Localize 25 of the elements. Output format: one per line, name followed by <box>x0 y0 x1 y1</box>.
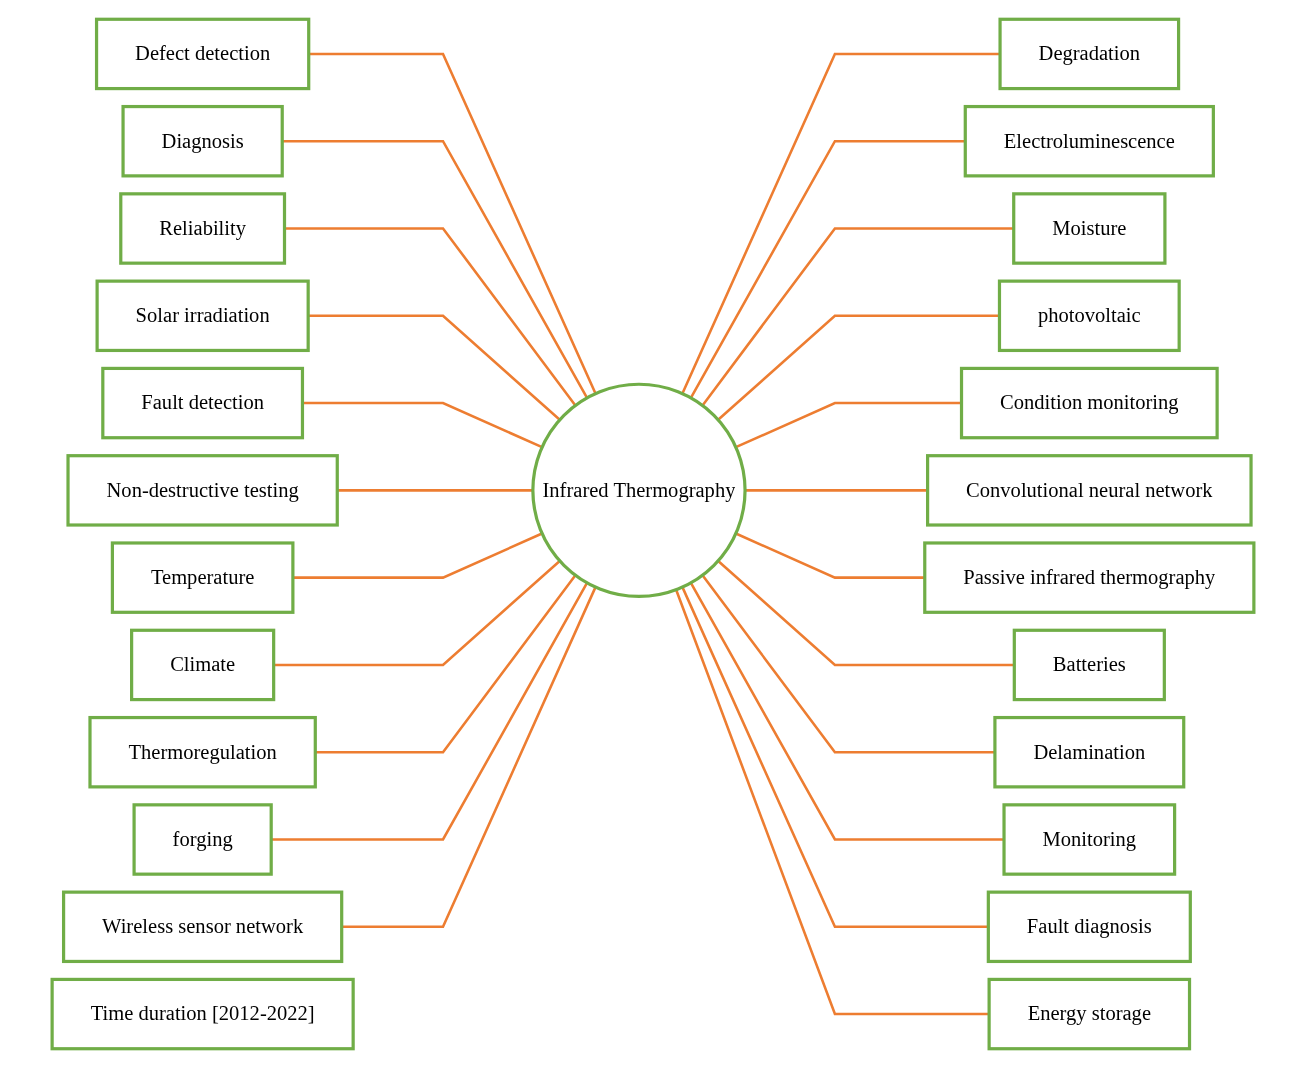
node-box: Temperature <box>110 541 295 614</box>
node-box: Monitoring <box>1002 803 1177 876</box>
node-box: Electroluminescence <box>963 104 1215 178</box>
node-box: Fault detection <box>101 366 305 440</box>
node-box: Delamination <box>993 715 1186 789</box>
node-box: Convolutional neural network <box>926 454 1253 527</box>
node-box: Solar irradiation <box>95 279 310 353</box>
node-box: Condition monitoring <box>959 366 1219 440</box>
node-box: Fault diagnosis <box>986 890 1192 964</box>
node-box: Moisture <box>1012 192 1167 265</box>
node-box: Diagnosis <box>121 104 284 178</box>
node-box: Degradation <box>998 17 1181 91</box>
node-box: photovoltaic <box>997 279 1181 353</box>
node-box: forging <box>132 803 273 876</box>
node-box: Batteries <box>1012 628 1166 702</box>
node-box: Defect detection <box>94 17 311 91</box>
node-circle: Infrared Thermography <box>531 382 747 599</box>
node-box: Climate <box>130 628 276 702</box>
node-box: Time duration [2012-2022] <box>50 977 355 1051</box>
node-box: Thermoregulation <box>88 715 317 789</box>
node-box: Energy storage <box>987 977 1192 1051</box>
node-box: Passive infrared thermography <box>923 541 1256 614</box>
node-box: Reliability <box>119 192 287 265</box>
node-box: Wireless sensor network <box>62 890 344 964</box>
node-box: Non-destructive testing <box>66 454 339 527</box>
